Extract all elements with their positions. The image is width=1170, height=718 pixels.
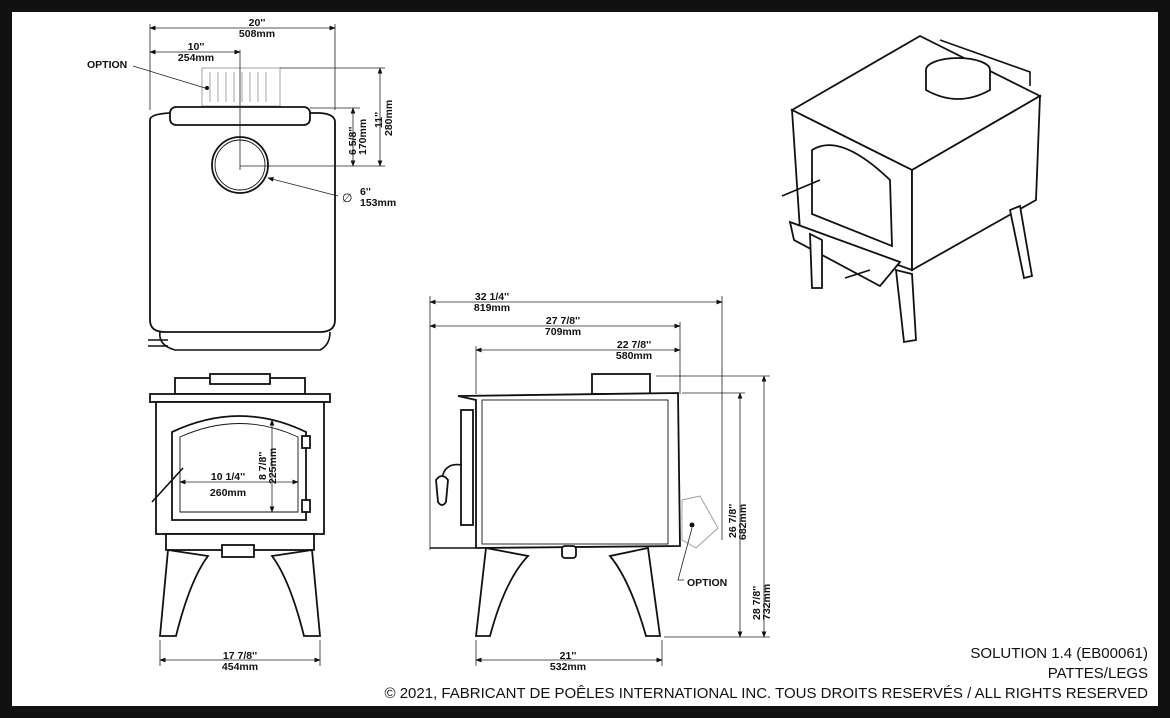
depth2-in: 27 7/8'': [546, 315, 580, 327]
half-width-mm: 254mm: [178, 52, 214, 64]
front-width-in: 17 7/8'': [223, 650, 257, 662]
depth-in: 11'': [373, 112, 385, 128]
side-view: 32 1/4'' 819mm 27 7/8'' 709mm 22 7/8'' 5…: [429, 291, 773, 673]
half-width-in: 10'': [188, 41, 205, 53]
depth-mm: 280mm: [383, 100, 395, 136]
model-title: SOLUTION 1.4 (EB00061): [970, 645, 1148, 662]
body-depth-in: 22 7/8'': [617, 339, 651, 351]
height-in: 26 7/8'': [727, 504, 739, 538]
flue-offset-mm: 170mm: [357, 119, 369, 155]
option-label-top: OPTION: [87, 59, 127, 71]
door-width-in: 10 1/4'': [211, 471, 245, 483]
flue-dia-mm: 153mm: [360, 197, 396, 209]
title-block: SOLUTION 1.4 (EB00061) PATTES/LEGS © 202…: [385, 645, 1149, 702]
depth2-mm: 709mm: [545, 326, 581, 338]
total-height-mm: 732mm: [761, 584, 773, 620]
front-view: 10 1/4'' 260mm 8 7/8'' 225mm 17 7/8'' 45…: [149, 373, 331, 673]
top-width-in: 20'': [249, 17, 266, 29]
drawing-sheet: 20'' 508mm 10'' 254mm OPTION 6 5/8'' 170…: [12, 12, 1158, 706]
door-height-mm: 225mm: [267, 448, 279, 484]
isometric-view: [781, 34, 1042, 344]
overall-depth-in: 32 1/4'': [475, 291, 509, 303]
flue-dia-in: 6'': [360, 186, 371, 198]
technical-drawing: 20'' 508mm 10'' 254mm OPTION 6 5/8'' 170…: [87, 17, 1149, 702]
total-height-in: 28 7/8'': [751, 586, 763, 620]
option-label-side: OPTION: [687, 577, 727, 589]
top-view: 20'' 508mm 10'' 254mm OPTION 6 5/8'' 170…: [87, 17, 396, 351]
flue-offset-in: 6 5/8'': [347, 127, 359, 155]
overall-depth-mm: 819mm: [474, 302, 510, 314]
door-height-in: 8 7/8'': [257, 452, 269, 480]
heat-shield-option: [201, 67, 281, 107]
body-depth-mm: 580mm: [616, 350, 652, 362]
subtitle: PATTES/LEGS: [1048, 665, 1148, 682]
legs-width-mm: 532mm: [550, 661, 586, 673]
diameter-symbol: ∅: [342, 191, 352, 205]
copyright: © 2021, FABRICANT DE POÊLES INTERNATIONA…: [385, 685, 1149, 702]
door-width-mm: 260mm: [210, 487, 246, 499]
front-width-mm: 454mm: [222, 661, 258, 673]
height-mm: 682mm: [737, 504, 749, 540]
top-width-mm: 508mm: [239, 28, 275, 40]
legs-width-in: 21'': [560, 650, 577, 662]
